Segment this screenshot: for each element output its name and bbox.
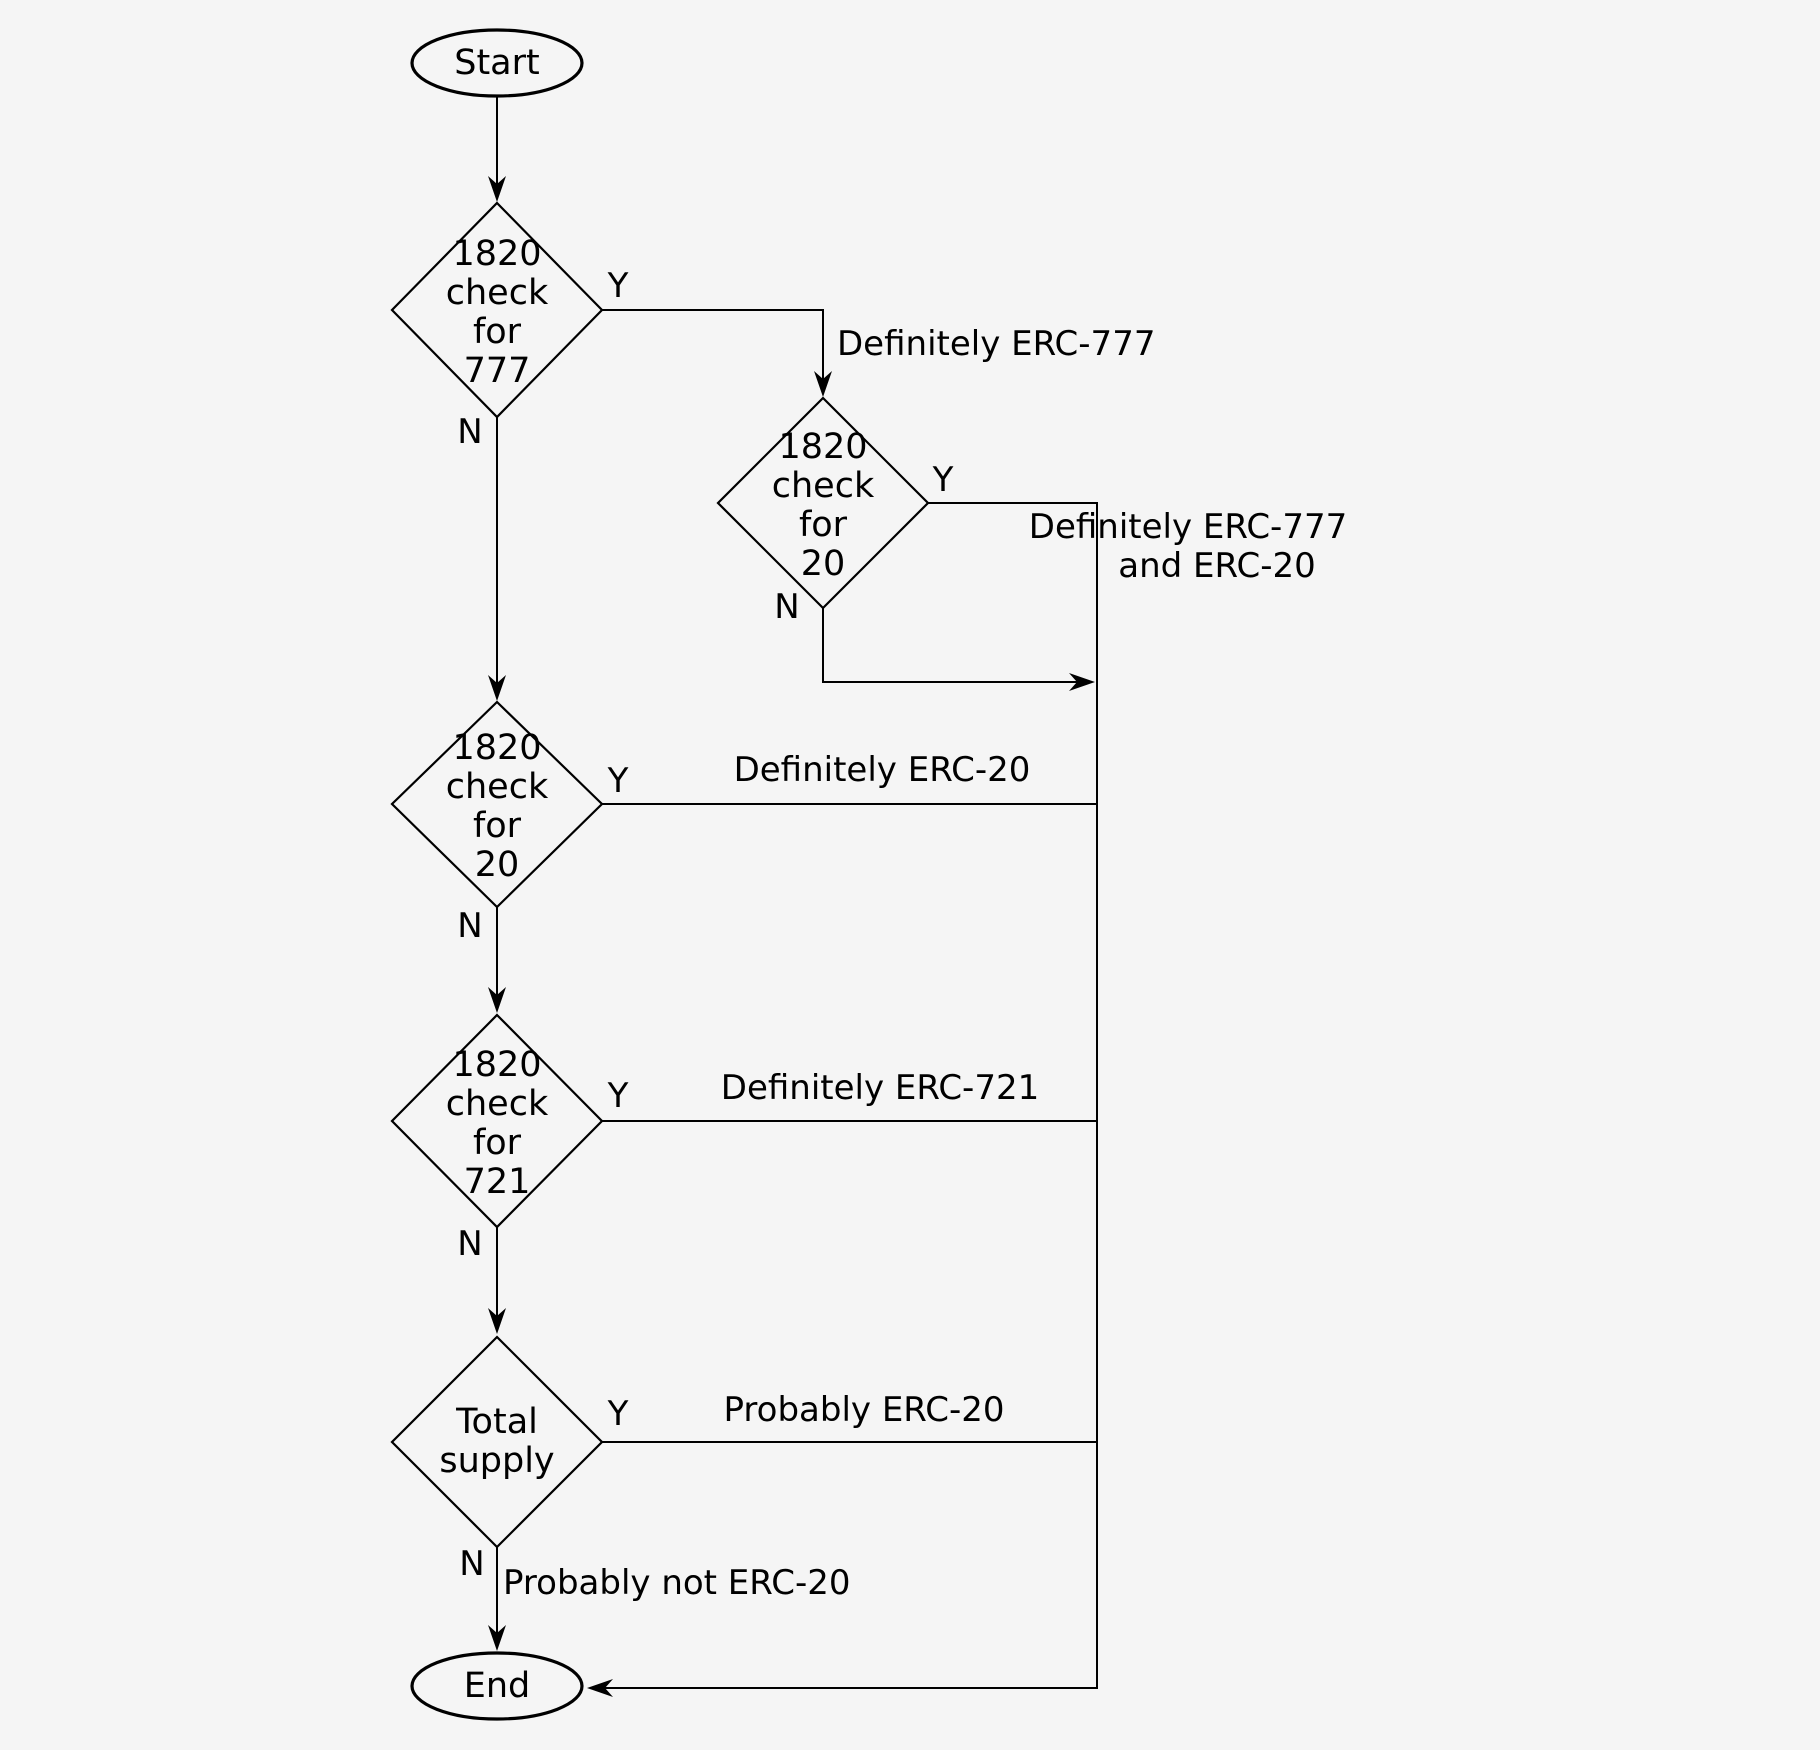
totalsupply-yes-label: Y	[607, 1394, 629, 1434]
check777-text-line2: check	[446, 273, 549, 313]
label-definitely-erc777: Definitely ERC-777	[837, 324, 1155, 364]
arrowhead-trunk-to-end	[587, 1679, 613, 1697]
check20-text-line1: 1820	[452, 728, 541, 768]
label-probably-erc20: Probably ERC-20	[724, 1390, 1005, 1430]
label-definitely-erc721: Definitely ERC-721	[721, 1068, 1039, 1108]
check721-text-line4: 721	[464, 1162, 531, 1202]
arrowhead-check20-no	[488, 987, 506, 1013]
check777-diamond	[390, 201, 604, 419]
arrowhead-totalsupply-no	[488, 1625, 506, 1651]
start-node-label: Start	[454, 43, 540, 83]
check20-diamond	[390, 700, 604, 909]
totalsupply-text-line1: Total	[455, 1402, 538, 1442]
label-probably-not-erc20: Probably not ERC-20	[503, 1563, 851, 1603]
end-node-label: End	[464, 1666, 531, 1706]
arrowhead-start-to-check777	[488, 176, 506, 202]
totalsupply-text-line2: supply	[439, 1441, 554, 1481]
check777-text-line1: 1820	[452, 234, 541, 274]
check20-text-line4: 20	[475, 845, 520, 885]
check20-no-label: N	[457, 906, 482, 946]
check777-no-label: N	[457, 412, 482, 452]
check20-yes-label: Y	[607, 761, 629, 801]
label-definitely-erc777-and-erc20-line1: Definitely ERC-777	[1029, 507, 1347, 547]
arrowhead-check777-no	[488, 675, 506, 701]
start-node	[410, 28, 584, 98]
check777-yes-label: Y	[607, 266, 629, 306]
check20-after777-text-line4: 20	[801, 544, 846, 584]
check20-after777-text-line3: for	[799, 505, 848, 545]
check20-after777-text-line2: check	[772, 466, 875, 506]
check721-text-line1: 1820	[452, 1045, 541, 1085]
check721-yes-label: Y	[607, 1076, 629, 1116]
check777-text-line3: for	[473, 312, 522, 352]
totalsupply-diamond	[390, 1335, 604, 1549]
arrowhead-check777-yes	[814, 371, 832, 397]
check777-text-line4: 777	[464, 351, 531, 391]
edge-trunk-to-end	[605, 502, 1098, 1689]
edge-check20after777-no-merge	[822, 608, 1077, 683]
check721-text-line2: check	[446, 1084, 549, 1124]
label-definitely-erc20: Definitely ERC-20	[734, 750, 1031, 790]
check20-after777-yes-label: Y	[932, 460, 954, 500]
check721-text-line3: for	[473, 1123, 522, 1163]
edge-check777-yes	[602, 309, 824, 379]
check20-text-line3: for	[473, 806, 522, 846]
check20-after777-diamond	[716, 396, 930, 610]
check721-diamond	[390, 1013, 604, 1229]
check20-after777-text-line1: 1820	[778, 427, 867, 467]
arrowhead-check721-no	[488, 1308, 506, 1334]
label-definitely-erc777-and-erc20-line2: and ERC-20	[1118, 546, 1315, 586]
check721-no-label: N	[457, 1224, 482, 1264]
arrowhead-check20after777-no-merge	[1069, 673, 1095, 691]
check20-after777-no-label: N	[774, 587, 799, 627]
totalsupply-no-label: N	[459, 1544, 484, 1584]
end-node	[410, 1651, 584, 1721]
check20-text-line2: check	[446, 767, 549, 807]
